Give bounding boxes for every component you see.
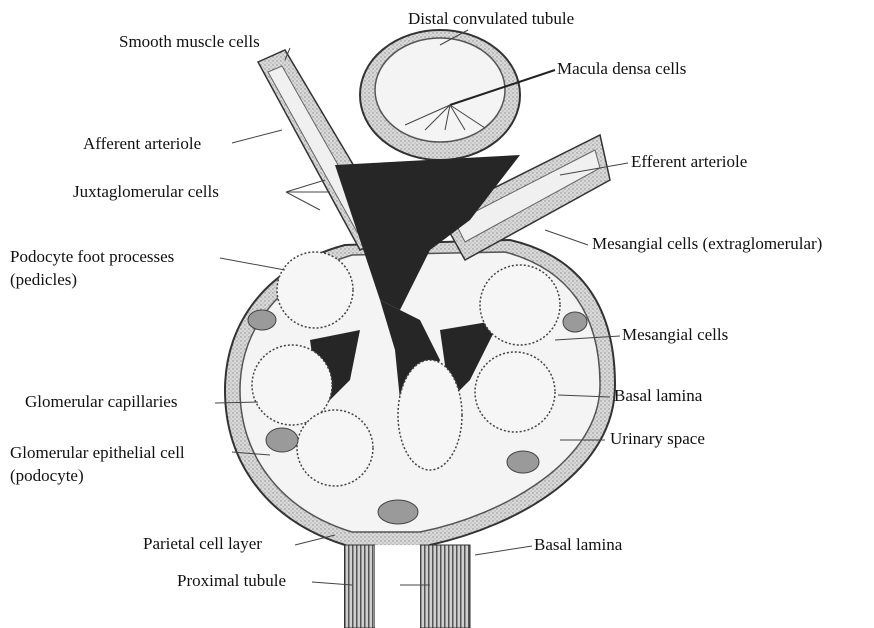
distal-convoluted-tubule: [360, 30, 520, 160]
label-basal-lamina-right: Basal lamina: [614, 386, 703, 405]
label-afferent-arteriole: Afferent arteriole: [83, 134, 201, 153]
label-urinary-space: Urinary space: [610, 429, 705, 448]
label-mesangial-cells-extraglomerular: Mesangial cells (extraglomerular): [592, 234, 822, 253]
label-proximal-tubule: Proximal tubule: [177, 571, 286, 590]
label-basal-lamina-bottom: Basal lamina: [534, 535, 623, 554]
label-macula-densa-cells: Macula densa cells: [557, 59, 686, 78]
label-juxtaglomerular-cells: Juxtaglomerular cells: [73, 182, 219, 201]
label-efferent-arteriole: Efferent arteriole: [631, 152, 747, 171]
label-distal-convoluted-tubule: Distal convulated tubule: [408, 9, 574, 28]
label-glomerular-epithelial-cell: Glomerular epithelial cell: [10, 443, 185, 462]
label-podocyte: (podocyte): [10, 466, 84, 485]
label-mesangial-cells: Mesangial cells: [622, 325, 728, 344]
label-glomerular-capillaries: Glomerular capillaries: [25, 392, 177, 411]
proximal-tubule: [345, 545, 470, 628]
label-smooth-muscle-cells: Smooth muscle cells: [119, 32, 260, 51]
label-parietal-cell-layer: Parietal cell layer: [143, 534, 262, 553]
label-pedicles: (pedicles): [10, 270, 77, 289]
label-podocyte-foot-processes: Podocyte foot processes: [10, 247, 174, 266]
